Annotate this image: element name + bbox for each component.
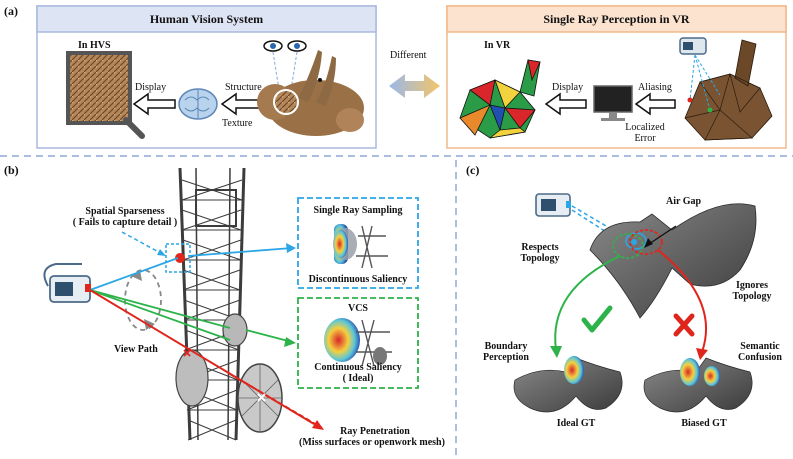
biased-gt-mesh xyxy=(643,357,753,413)
ignores-circle xyxy=(629,229,663,255)
boundary-perception-1: Boundary xyxy=(484,341,528,352)
connector-vcs-head xyxy=(284,337,296,347)
hvs-title: Human Vision System xyxy=(149,12,264,26)
ray-red-arrowhead xyxy=(312,420,324,430)
vr-display-arrow xyxy=(544,92,587,116)
rabbit-image xyxy=(257,50,364,136)
connector-single-ray-head xyxy=(286,243,296,253)
vr-title: Single Ray Perception in VR xyxy=(543,12,690,26)
sample-highlight-box xyxy=(165,243,191,273)
sample-point-red xyxy=(175,253,185,263)
ray-green-1 xyxy=(89,289,231,329)
red-curve-head xyxy=(696,348,708,360)
spatial-sparseness-pointer xyxy=(121,231,167,257)
semantic-confusion-1: Semantic xyxy=(740,341,780,352)
ray-red-dashed xyxy=(229,373,323,429)
respects-topology-1: Respects xyxy=(521,242,559,253)
ray-blue xyxy=(89,257,179,291)
vcs-title: VCS xyxy=(347,303,368,314)
vr-localized-error-2: Error xyxy=(634,133,656,144)
connector-to-vcs xyxy=(245,329,293,343)
main-mesh-c xyxy=(589,203,757,319)
red-curve-arrow xyxy=(657,249,707,353)
miss-mark-1 xyxy=(183,349,191,357)
biased-gt-label: Biased GT xyxy=(681,418,727,429)
cross-icon xyxy=(673,313,695,337)
connector-to-single-ray xyxy=(187,247,293,257)
single-ray-box xyxy=(297,197,419,289)
vr-aliasing-label: Aliasing xyxy=(638,82,672,93)
miss-mark-2 xyxy=(257,393,266,402)
vcs-caption-2: ( Ideal) xyxy=(342,373,374,384)
ray-penetration-2: (Miss surfaces or openwork mesh) xyxy=(299,437,445,448)
hvs-structure-label: Structure xyxy=(225,82,262,93)
ignores-topology-1: Ignores xyxy=(735,280,769,291)
green-curve-head xyxy=(550,346,562,358)
single-ray-title: Single Ray Sampling xyxy=(313,205,403,216)
check-icon xyxy=(581,305,613,333)
ray-red xyxy=(89,289,315,425)
hvs-display-label: Display xyxy=(135,82,167,93)
ideal-gt-label: Ideal GT xyxy=(556,418,596,429)
spatial-sparseness-1: Spatial Sparseness xyxy=(85,206,165,217)
ignores-topology-2: Topology xyxy=(732,291,772,302)
tower-dish-upper xyxy=(222,313,248,347)
respects-circle xyxy=(612,233,644,259)
panel-c-label: (c) xyxy=(466,163,480,177)
hvs-texture-label: Texture xyxy=(222,118,253,129)
hvs-in-label: In HVS xyxy=(78,40,111,51)
vr-aliasing-arrow xyxy=(634,92,676,116)
single-ray-caption: Discontinuous Saliency xyxy=(308,274,408,285)
eyes-icon xyxy=(263,40,307,91)
vcs-thumbnail xyxy=(324,318,392,367)
ray-green-2 xyxy=(89,289,231,341)
vcs-caption-1: Continuous Saliency xyxy=(314,362,402,373)
brain-icon xyxy=(178,88,218,120)
different-label: Different xyxy=(390,50,427,61)
magnifier-fur-image xyxy=(66,51,145,139)
vr-localized-error-1: Localized xyxy=(625,122,665,133)
respects-topology-2: Topology xyxy=(520,253,560,264)
panel-a-label: (a) xyxy=(4,4,18,18)
vr-headset-icon xyxy=(43,263,91,303)
vr-mesh-bunny xyxy=(684,39,773,141)
ray-penetration-1: Ray Penetration xyxy=(340,426,410,437)
single-ray-thumbnail xyxy=(333,224,388,269)
green-curve-arrow xyxy=(554,255,621,351)
vr-colored-bunny xyxy=(459,59,541,139)
hvs-display-arrow xyxy=(132,92,176,116)
vr-in-label: In VR xyxy=(484,40,511,51)
vr-headset-icon-small xyxy=(679,37,707,55)
different-double-arrow xyxy=(389,74,440,98)
view-path-label: View Path xyxy=(114,344,158,355)
air-gap-label: Air Gap xyxy=(666,196,702,207)
monitor-icon xyxy=(593,85,633,121)
air-gap-arrowhead xyxy=(644,238,653,248)
vr-display-label: Display xyxy=(552,82,584,93)
panel-b-label: (b) xyxy=(4,163,19,177)
semantic-confusion-2: Confusion xyxy=(738,352,782,363)
headset-c xyxy=(535,193,571,217)
ideal-gt-mesh xyxy=(513,356,623,413)
spatial-sparseness-arrowhead xyxy=(157,249,166,256)
spatial-sparseness-2: ( Fails to capture detail ) xyxy=(72,217,178,228)
boundary-perception-2: Perception xyxy=(483,352,529,363)
